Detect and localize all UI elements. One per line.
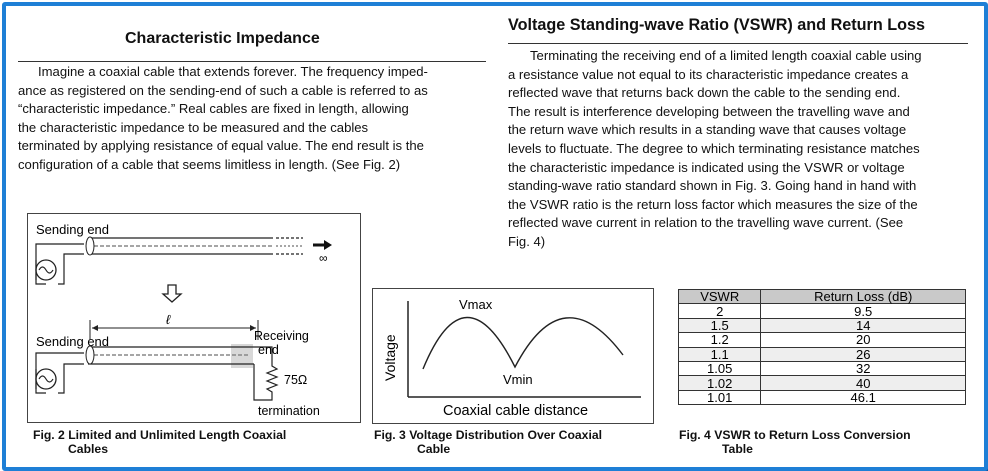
caption-line: Cables [68,442,108,456]
vswr-cell: 1.5 [677,317,762,334]
signal-source-icon [35,243,84,285]
fig2-caption: Fig. 2 Limited and Unlimited Length Coax… [33,428,353,456]
caption-line: Fig. 3 Voltage Distribution Over Coaxial [374,428,602,442]
vswr-cell: 1.1 [677,346,762,362]
fig2-cable-diagram: Sending end ∞ Sending end [27,213,361,423]
resistance-label: 75Ω [284,373,307,387]
return-loss-cell: 46.1 [760,389,966,406]
sending-end-bottom-label: Sending end [36,334,109,349]
paragraph-line: Fig. 4) [508,233,546,249]
paragraph-line: reflected wave that returns back down th… [508,85,901,101]
return-loss-cell: 26 [760,346,966,362]
x-axis-label: Coaxial cable distance [443,403,588,419]
caption-line: Table [722,442,753,456]
termination-label: termination [258,404,320,418]
table-header-row: VSWR Return Loss (dB) [677,288,966,305]
paragraph-line: terminated by applying resistance of equ… [18,138,424,153]
column-header: Return Loss (dB) [760,288,966,305]
paragraph-line: the characteristic impedance is indicate… [508,159,905,175]
sending-end-top-label: Sending end [36,222,109,237]
infinity-symbol: ∞ [319,251,328,265]
fig2-drawing: Sending end ∞ Sending end [35,222,332,418]
arrow-down-icon [161,284,183,303]
paragraph-line: levels to fluctuate. The degree to which… [508,140,920,156]
caption-line: Fig. 4 VSWR to Return Loss Conversion [679,428,911,442]
signal-source-icon [35,352,84,394]
return-loss-cell: 9.5 [760,303,966,319]
return-loss-cell: 14 [760,317,966,334]
paragraph-line: configuration of a cable that seems limi… [18,156,401,172]
paragraph-line: Imagine a coaxial cable that extends for… [38,64,428,79]
resistor-icon [265,362,279,394]
paragraph-line: standing-wave ratio standard shown in Fi… [508,178,917,194]
caption-line: Fig. 2 Limited and Unlimited Length Coax… [33,428,287,442]
length-symbol: ℓ [166,312,171,327]
limited-cable [85,344,273,401]
infinite-cable [85,236,303,256]
paragraph-line: a resistance value not equal to its char… [508,66,909,82]
vmin-label: Vmin [503,372,533,387]
vswr-cell: 1.2 [677,332,762,348]
paragraph-line: the return wave which results in a stand… [508,122,907,138]
heading-divider [508,43,968,44]
length-dimension [89,320,259,340]
fig3-voltage-diagram: Voltage Vmax Vmin Coaxial cable distance [372,288,654,424]
paragraph-line: the characteristic impedance to be measu… [18,119,369,135]
standing-wave-curve [422,316,624,370]
vswr-cell: 2 [677,303,762,319]
column-header: VSWR [677,288,762,305]
paragraph-line: the VSWR ratio is the return loss factor… [508,196,918,212]
fig4-caption: Fig. 4 VSWR to Return Loss Conversion Ta… [679,428,969,456]
characteristic-impedance-heading: Characteristic Impedance [125,30,320,47]
vswr-cell: 1.02 [677,375,762,391]
paragraph-line: “characteristic impedance.” Real cables … [18,101,409,116]
characteristic-impedance-paragraph: Imagine a coaxial cable that extends for… [18,63,486,174]
caption-line: Cable [417,442,451,456]
return-loss-cell: 40 [760,375,966,391]
heading-divider [18,61,486,62]
vswr-heading: Voltage Standing-wave Ratio (VSWR) and R… [508,16,926,34]
arrow-right-icon [313,240,332,250]
y-axis-label: Voltage [382,334,398,381]
vmax-label: Vmax [459,297,493,312]
vswr-cell: 1.05 [677,360,762,377]
return-loss-cell: 32 [760,360,966,377]
paragraph-line: ance as registered on the sending-end of… [18,82,428,98]
paragraph-line: Terminating the receiving end of a limit… [530,48,922,63]
receiving-end-label: Receiving [254,329,309,343]
paragraph-line: reflected wave current in relation to th… [508,215,904,231]
return-loss-cell: 20 [760,332,966,348]
fig3-drawing: Voltage Vmax Vmin Coaxial cable distance [382,297,641,419]
vswr-cell: 1.01 [677,389,762,406]
receiving-end-label-2: end [258,343,279,357]
vswr-paragraph: Terminating the receiving end of a limit… [508,47,970,252]
paragraph-line: The result is interference developing be… [508,103,910,119]
fig3-caption: Fig. 3 Voltage Distribution Over Coaxial… [374,428,654,456]
